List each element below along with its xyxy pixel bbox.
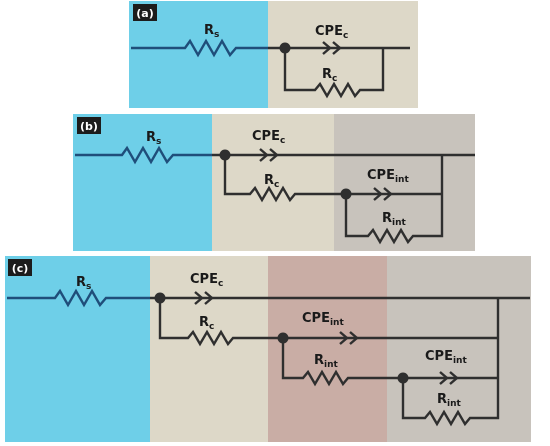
panel-a: (a) Rs CPEc Rc [129, 1, 418, 108]
panel-c-solution-region [5, 256, 150, 442]
panel-b-cpe-int-symbol-2 [383, 187, 393, 201]
panel-c-rc-label: Rc [199, 315, 214, 332]
panel-c-cpe-int1-symbol-2 [349, 331, 359, 345]
panel-a-cpe-c-label: CPEc [315, 24, 348, 41]
panel-c-rs-label: Rs [76, 275, 91, 292]
panel-c-coating-region [150, 256, 268, 442]
panel-a-rs-label: Rs [204, 23, 219, 40]
panel-b-solution-region [73, 114, 212, 251]
panel-c-rs-resistor [7, 288, 150, 308]
panel-b-rc-label: Rc [264, 173, 279, 190]
panel-c-rint1-label: Rint [314, 353, 339, 370]
panel-b-rs-label: Rs [146, 130, 161, 147]
panel-c-interface-region [268, 256, 387, 442]
panel-c-tag: (c) [12, 262, 29, 275]
panel-b-cpe-c-symbol-2 [269, 148, 279, 162]
panel-c-cpe-int1-symbol-1 [339, 331, 349, 345]
panel-b-interface-region [334, 114, 475, 251]
panel-a-node [279, 42, 291, 54]
panel-a-cpe-c-symbol-1 [322, 41, 332, 55]
panel-b-node-1 [219, 149, 231, 161]
panel-b-rs-resistor [75, 145, 212, 165]
panel-b-cpe-int-symbol-1 [373, 187, 383, 201]
panel-b-node-2 [340, 188, 352, 200]
panel-b-tag: (b) [80, 120, 98, 133]
panel-a-rc-label: Rc [322, 67, 337, 84]
panel-c-tag-bg [8, 259, 32, 276]
panel-b: (b) Rs CPEc Rc CPEint Rint [73, 114, 475, 251]
panel-a-tag: (a) [136, 7, 153, 20]
panel-c-cpe-c-symbol-2 [204, 291, 214, 305]
panel-a-tag-bg [133, 4, 157, 21]
panel-c-cpe-int2-label: CPEint [425, 349, 467, 366]
panel-c-substrate-region [387, 256, 531, 442]
panel-b-rint-label: Rint [382, 211, 407, 228]
panel-b-rc-resistor [223, 155, 346, 203]
panel-b-cpe-int-label: CPEint [367, 168, 409, 185]
panel-a-cpe-c-symbol-2 [332, 41, 342, 55]
panel-b-cpe-c-label: CPEc [252, 129, 285, 146]
panel-c-cpe-c-label: CPEc [190, 272, 223, 289]
panel-b-tag-bg [77, 117, 101, 134]
panel-c-rint1-resistor [281, 338, 498, 387]
panel-c-node-2 [277, 332, 289, 344]
panel-c-rint2-resistor [401, 298, 500, 427]
panel-c-cpe-int1-label: CPEint [302, 311, 344, 328]
panel-a-rs-resistor [131, 38, 268, 58]
panel-c-node-3 [397, 372, 409, 384]
panel-b-coating-region [212, 114, 334, 251]
panel-c-cpe-int2-symbol-2 [449, 371, 459, 385]
panel-c-cpe-int2-symbol-1 [439, 371, 449, 385]
panel-c: (c) Rs CPEc Rc CPEint Rint CPEint Rint [5, 256, 531, 442]
panel-b-cpe-c-symbol-1 [259, 148, 269, 162]
panel-c-rc-resistor [158, 298, 283, 347]
panel-c-node-1 [154, 292, 166, 304]
panel-c-rint2-label: Rint [437, 392, 462, 409]
panel-b-rint-resistor [344, 155, 444, 245]
panel-a-rc-resistor [283, 48, 385, 99]
panel-c-cpe-c-symbol-1 [194, 291, 204, 305]
